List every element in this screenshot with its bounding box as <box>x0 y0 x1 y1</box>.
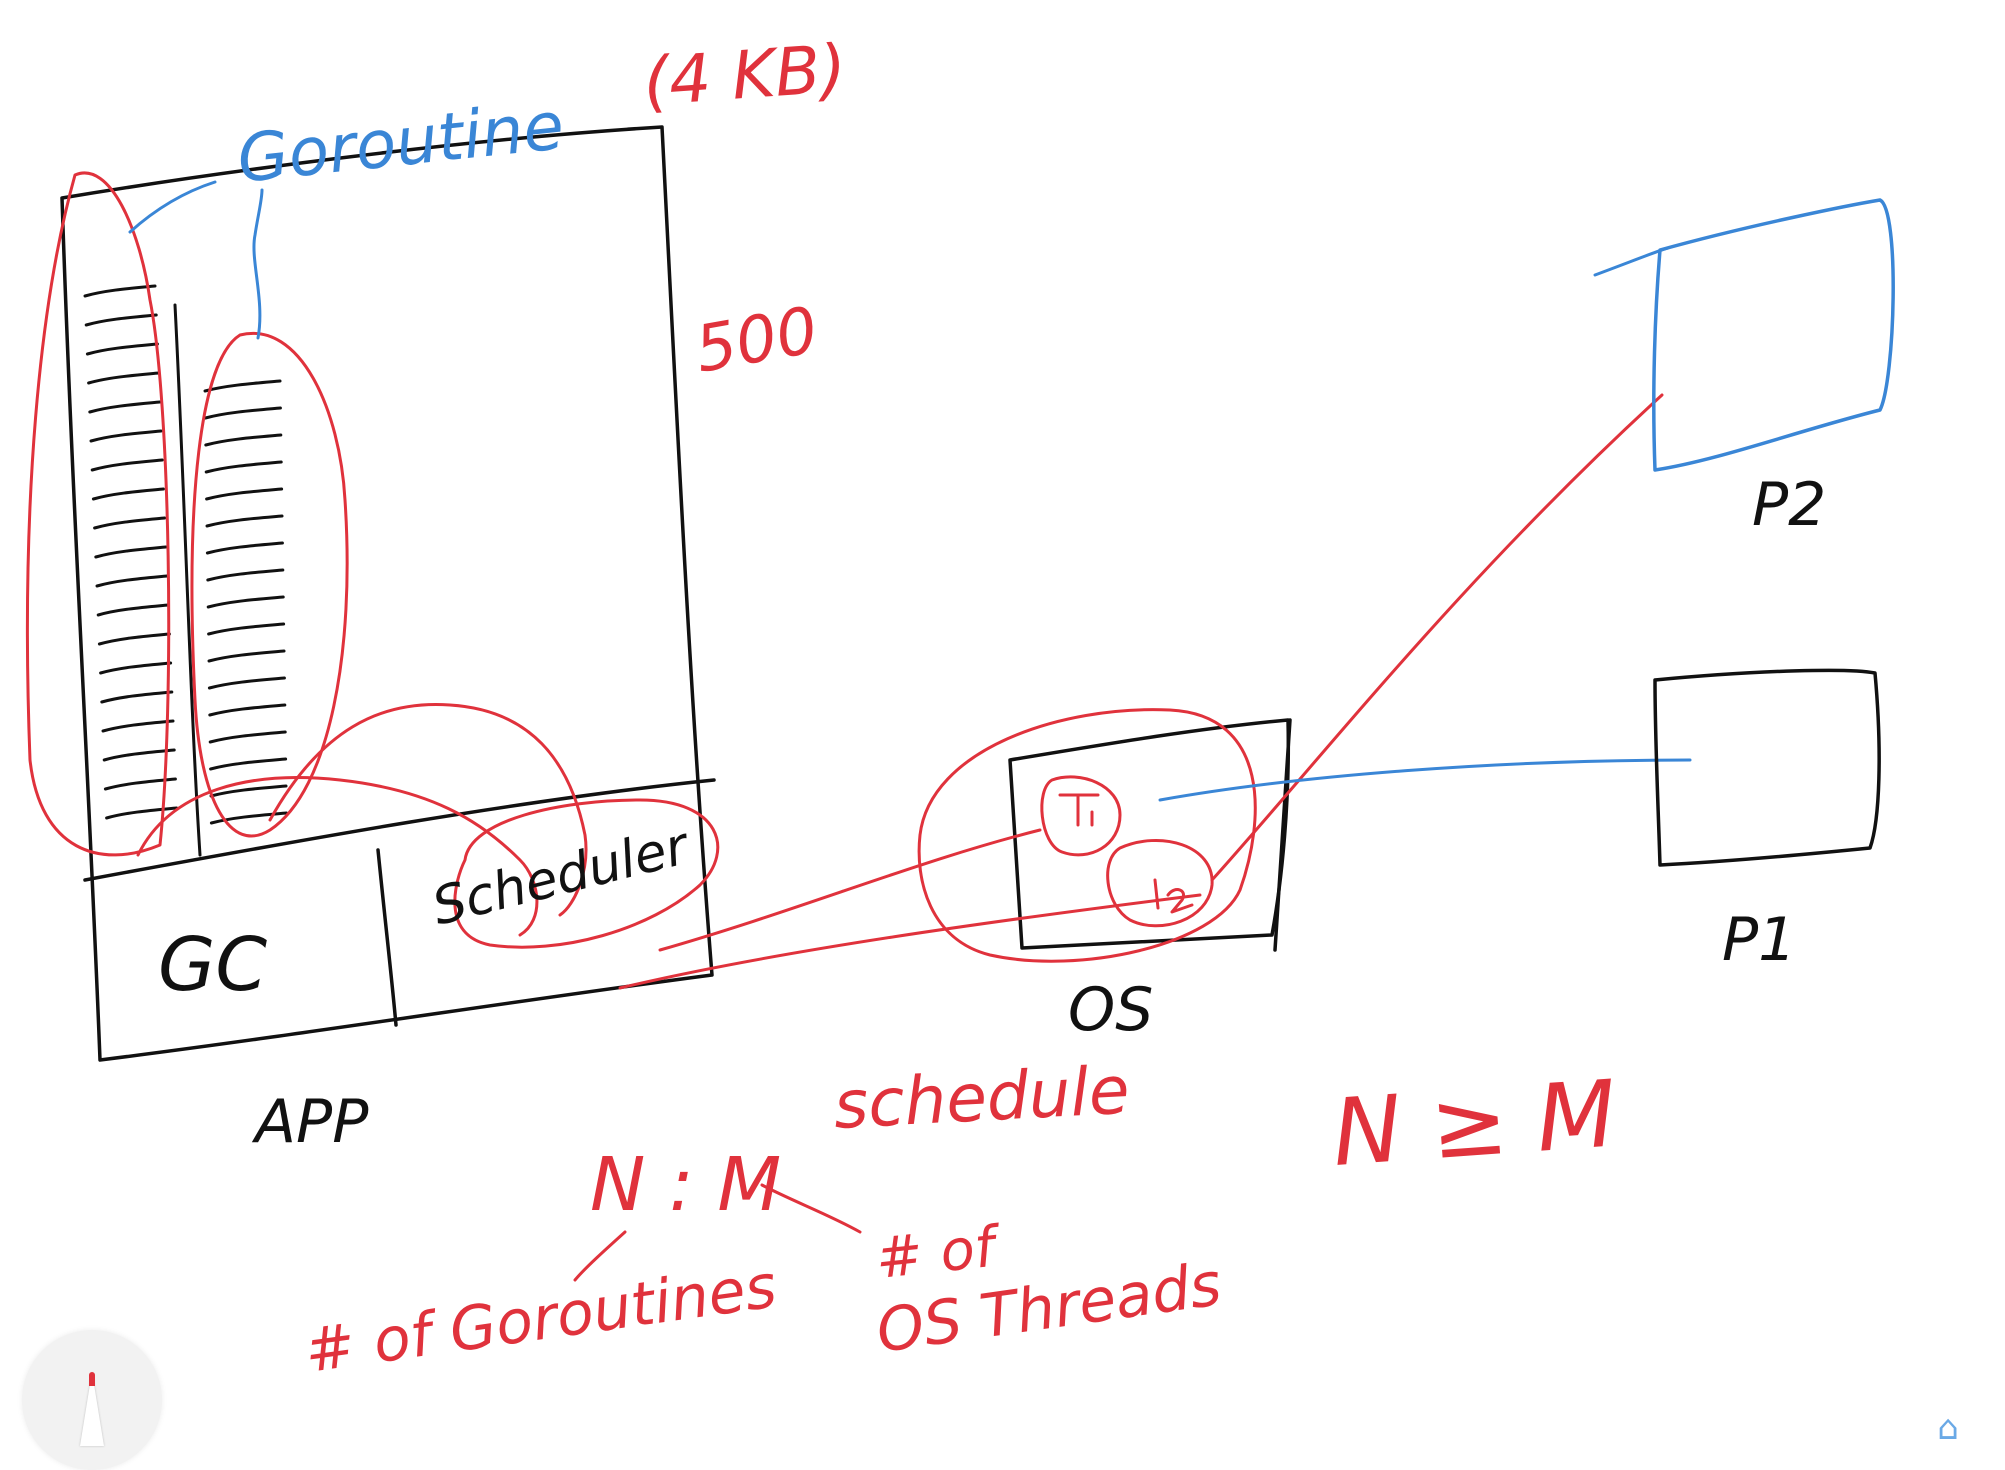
goroutine-tick <box>206 568 285 582</box>
goroutine-tick <box>207 649 286 663</box>
goroutine-group-ovals <box>25 171 349 857</box>
goroutine-tick <box>205 541 284 555</box>
goroutine-tick <box>87 371 161 385</box>
gc-label: GC <box>158 922 267 1008</box>
n-ge-m-label: N ≥ M <box>1329 1060 1620 1187</box>
goroutine-tick <box>90 458 164 472</box>
goroutine-tick <box>101 719 175 733</box>
goroutine-tick <box>95 574 169 588</box>
goroutine-tick <box>84 313 158 327</box>
goroutine-tick <box>103 777 177 791</box>
app-label: APP <box>251 1087 369 1157</box>
goroutine-tick <box>209 757 288 771</box>
goroutine-label: Goroutine <box>234 87 568 198</box>
count-500-label: 500 <box>690 294 823 388</box>
t1-to-p1-line <box>1158 758 1692 802</box>
goroutine-tick <box>89 429 163 443</box>
goroutine-pointers <box>128 180 264 340</box>
app-box <box>60 125 716 1062</box>
goroutine-tick <box>105 806 179 820</box>
goroutine-tick <box>207 676 286 690</box>
goroutine-tick <box>83 284 157 298</box>
nm-label: N : M <box>590 1142 781 1228</box>
goroutine-tick <box>208 730 287 744</box>
goroutine-ticks-left <box>83 284 179 820</box>
p2-label: P2 <box>1752 470 1826 540</box>
goroutine-tick <box>96 603 170 617</box>
n-meaning-label: # of Goroutines <box>300 1251 780 1386</box>
os-label: OS <box>1068 975 1153 1045</box>
goroutine-tick <box>204 460 283 474</box>
goroutine-tick <box>93 516 167 530</box>
goroutine-tick <box>97 632 171 646</box>
scheduler-to-os-lines <box>618 828 1202 990</box>
scheduler-label: Scheduler <box>427 816 698 938</box>
os-box <box>1008 718 1292 952</box>
pen-ink-indicator <box>89 1372 95 1386</box>
goroutine-tick <box>99 661 173 675</box>
nm-pointers <box>573 1183 862 1282</box>
nm-schedule-label: schedule <box>832 1052 1131 1144</box>
goroutine-tick <box>204 433 283 447</box>
t2-to-p2-line <box>1210 393 1664 882</box>
scheduler-oval <box>453 798 720 949</box>
goroutine-tick <box>91 487 165 501</box>
goroutine-ticks-right <box>203 379 288 825</box>
goroutine-tick <box>209 784 288 798</box>
p1-box <box>1653 668 1881 867</box>
scheduler-links <box>136 702 588 937</box>
goroutine-tick <box>100 690 174 704</box>
goroutine-tick <box>88 400 162 414</box>
p2-box <box>1593 198 1895 472</box>
shapes-icon[interactable]: ⌂ <box>1937 1408 1959 1448</box>
goroutine-tick <box>203 406 282 420</box>
thread-t1 <box>1040 775 1122 857</box>
goroutine-tick <box>94 545 168 559</box>
goroutine-tick <box>206 595 285 609</box>
p1-label: P1 <box>1722 905 1796 975</box>
goroutine-tick <box>208 703 287 717</box>
goroutine-tick <box>85 342 159 356</box>
goroutine-tick <box>205 487 284 501</box>
goroutine-tick <box>205 514 284 528</box>
goroutine-size-label: (4 KB) <box>641 30 849 121</box>
os-threads-oval <box>917 708 1257 963</box>
goroutine-tick <box>102 748 176 762</box>
goroutine-tick <box>209 811 288 825</box>
m-meaning-line1: # of <box>873 1214 1005 1292</box>
thread-t2 <box>1106 839 1214 928</box>
goroutine-tick <box>203 379 282 393</box>
goroutine-tick <box>207 622 286 636</box>
